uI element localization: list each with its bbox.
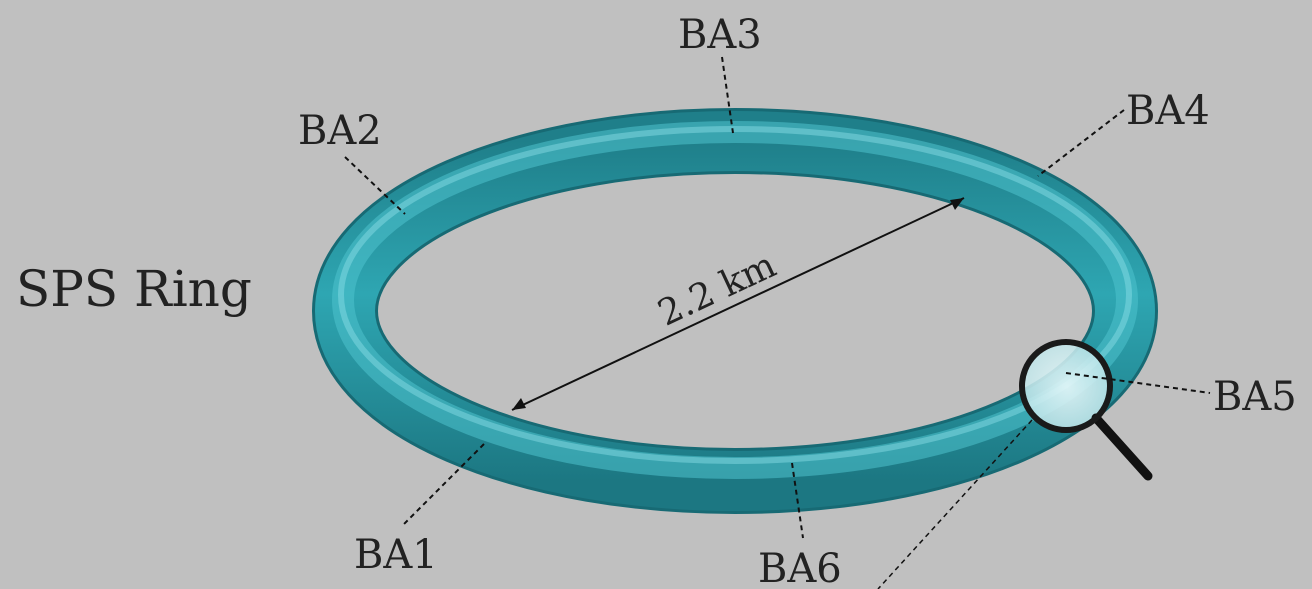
leader-ba1 <box>403 443 485 525</box>
diameter-label: 2.2 km <box>652 245 782 335</box>
magnifying-glass-icon <box>1019 339 1153 481</box>
access-point-ba4: BA4 <box>1126 88 1210 134</box>
access-point-ba2: BA2 <box>298 108 382 154</box>
leader-ba6 <box>791 462 804 539</box>
access-point-ba1: BA1 <box>354 532 438 578</box>
leader-lines <box>344 56 1211 589</box>
access-point-ba3: BA3 <box>678 12 762 58</box>
ring-title: SPS Ring <box>16 260 252 318</box>
leader-ba5 <box>1065 372 1211 394</box>
leader-ba4 <box>1037 109 1125 177</box>
diameter-arrow <box>511 197 965 411</box>
leader-ba3 <box>721 56 734 134</box>
access-point-ba6: BA6 <box>758 546 842 589</box>
access-point-ba5: BA5 <box>1213 374 1297 420</box>
leader-ba2 <box>344 156 406 215</box>
leader-magnifier <box>877 419 1033 589</box>
sps-ring <box>312 108 1158 514</box>
